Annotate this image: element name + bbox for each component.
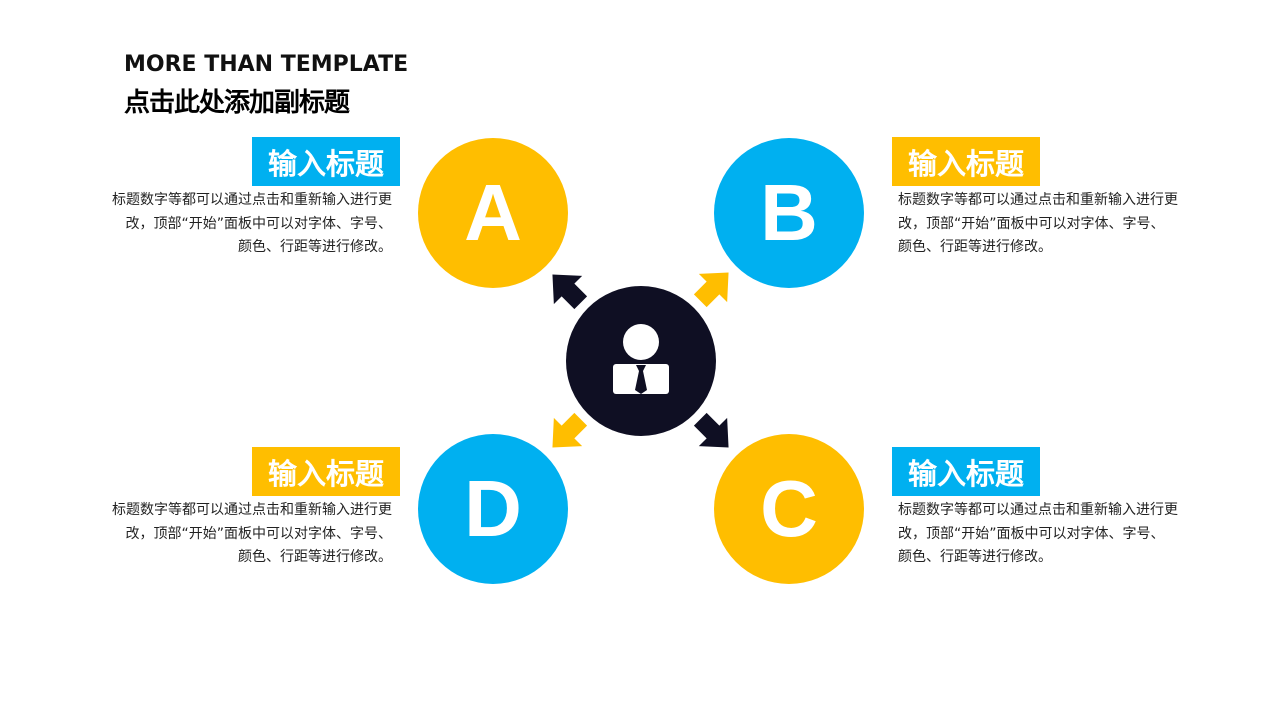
tag-d-label: 输入标题: [267, 456, 384, 491]
arrow-to-b-icon: [693, 272, 729, 308]
tag-c[interactable]: 输入标题: [892, 447, 1040, 496]
page-title: MORE THAN TEMPLATE: [124, 52, 409, 77]
desc-d-line: 标题数字等都可以通过点击和重新输入进行更: [112, 502, 392, 518]
node-a: A: [418, 138, 568, 288]
desc-c-line: 改，顶部“开始”面板中可以对字体、字号、: [898, 525, 1165, 542]
desc-b-line: 颜色、行距等进行修改。: [898, 239, 1052, 255]
node-d-letter: D: [464, 464, 522, 553]
desc-a-line: 改，顶部“开始”面板中可以对字体、字号、: [125, 215, 392, 232]
node-d: D: [418, 434, 568, 584]
tag-b-label: 输入标题: [907, 146, 1024, 181]
desc-c-line: 颜色、行距等进行修改。: [898, 549, 1052, 565]
arrow-to-a-icon: [552, 274, 588, 310]
desc-b: 标题数字等都可以通过点击和重新输入进行更 改，顶部“开始”面板中可以对字体、字号…: [898, 189, 1198, 260]
desc-d-line: 颜色、行距等进行修改。: [238, 549, 392, 565]
node-b-letter: B: [760, 168, 818, 257]
desc-d-line: 改，顶部“开始”面板中可以对字体、字号、: [125, 525, 392, 542]
desc-c: 标题数字等都可以通过点击和重新输入进行更 改，顶部“开始”面板中可以对字体、字号…: [898, 499, 1198, 570]
desc-b-line: 标题数字等都可以通过点击和重新输入进行更: [898, 192, 1178, 208]
page-subtitle: 点击此处添加副标题: [124, 88, 350, 118]
node-c-letter: C: [760, 464, 818, 553]
desc-a-line: 标题数字等都可以通过点击和重新输入进行更: [112, 192, 392, 208]
tag-a[interactable]: 输入标题: [252, 137, 400, 186]
node-c: C: [714, 434, 864, 584]
desc-a-line: 颜色、行距等进行修改。: [238, 239, 392, 255]
tag-d[interactable]: 输入标题: [252, 447, 400, 496]
tag-c-label: 输入标题: [907, 456, 1024, 491]
arrow-to-d-icon: [552, 412, 588, 448]
desc-c-line: 标题数字等都可以通过点击和重新输入进行更: [898, 502, 1178, 518]
desc-a: 标题数字等都可以通过点击和重新输入进行更 改，顶部“开始”面板中可以对字体、字号…: [92, 189, 392, 260]
center-node: [566, 286, 716, 436]
tag-b[interactable]: 输入标题: [892, 137, 1040, 186]
tag-a-label: 输入标题: [267, 146, 384, 181]
node-a-letter: A: [464, 168, 522, 257]
desc-d: 标题数字等都可以通过点击和重新输入进行更 改，顶部“开始”面板中可以对字体、字号…: [92, 499, 392, 570]
node-b: B: [714, 138, 864, 288]
arrow-to-c-icon: [693, 412, 729, 448]
person-with-tie-icon: [613, 324, 669, 394]
desc-b-line: 改，顶部“开始”面板中可以对字体、字号、: [898, 215, 1165, 232]
